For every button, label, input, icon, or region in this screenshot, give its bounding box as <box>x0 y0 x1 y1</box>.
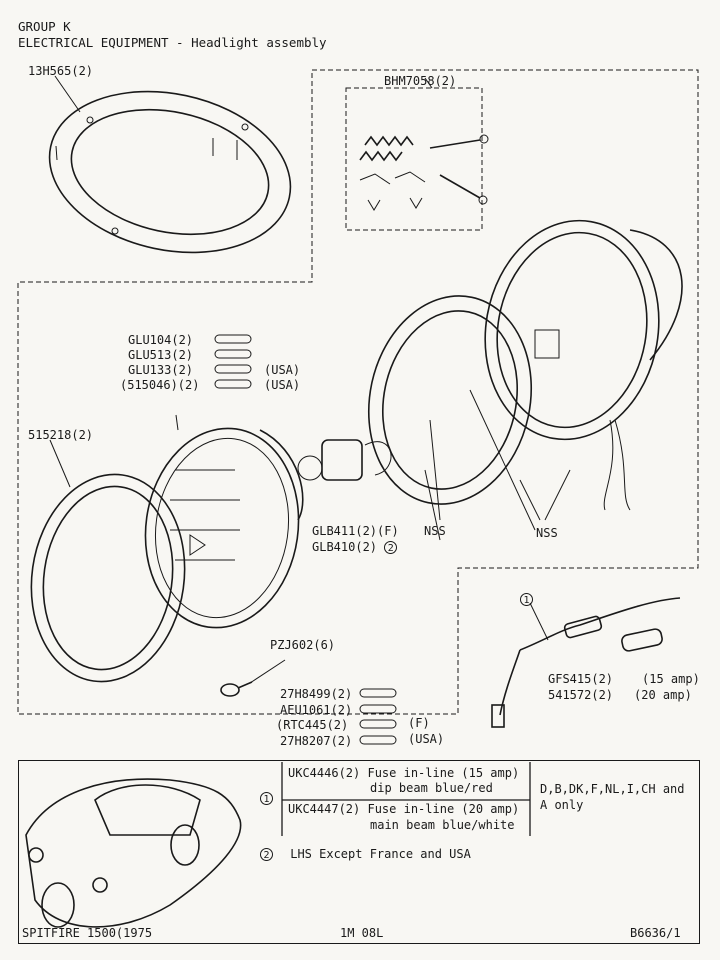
leader-lines <box>424 469 571 541</box>
label-bhm7058: BHM7058(2) <box>384 74 457 88</box>
label-541572: 541572(2) <box>548 688 614 702</box>
front-rim-515218 <box>30 439 186 683</box>
note-1-marker: 1 <box>520 593 533 606</box>
legend-ukc4446-desc: dip beam blue/red <box>370 781 493 795</box>
label-usa-1: (USA) <box>264 363 301 377</box>
label-glu104: GLU104(2) <box>128 333 194 347</box>
label-glu133: GLU133(2) <box>128 363 194 377</box>
label-nss-1: NSS <box>424 524 446 538</box>
label-glb410-text: GLB410(2) <box>312 540 378 554</box>
assembly-boundary <box>17 69 699 715</box>
spring-kit-parts <box>359 77 489 211</box>
mounting-ring <box>367 295 533 521</box>
legend-panel <box>18 760 700 944</box>
label-nss-2: NSS <box>536 526 558 540</box>
legend-ukc4447-desc: main beam blue/white <box>370 818 515 832</box>
label-541572-amp: (20 amp) <box>634 688 692 702</box>
note-2-marker: 2 <box>384 541 398 554</box>
note-1-marker-diagram: 1 <box>520 592 533 606</box>
legend-note-1-marker: 1 <box>260 792 273 805</box>
screw-pzj602 <box>220 659 286 697</box>
label-27h8207: 27H8207(2) <box>280 734 353 748</box>
legend-markets-2: A only <box>540 798 584 812</box>
legend-note-2-marker: 2 <box>260 848 273 861</box>
label-515218: 515218(2) <box>28 428 94 442</box>
legend-ukc4447: UKC4447(2) Fuse in-line (20 amp) <box>288 802 520 816</box>
label-f-mark: (F) <box>408 716 430 730</box>
label-glb410: GLB410(2) 2 <box>312 540 398 554</box>
headlight-shell <box>469 219 683 531</box>
label-aeu1061: AEU1061(2) <box>280 703 353 717</box>
legend-note-2-text: LHS Except France and USA <box>290 847 471 861</box>
legend-note-1: 1 <box>260 791 273 805</box>
label-glb411: GLB411(2)(F) <box>312 524 399 538</box>
bulb-holder <box>297 439 392 481</box>
label-gfs415: GFS415(2) <box>548 672 614 686</box>
legend-ukc4446: UKC4446(2) Fuse in-line (15 amp) <box>288 766 520 780</box>
footer-page: 1M 08L <box>340 926 384 940</box>
page-title: ELECTRICAL EQUIPMENT - Headlight assembl… <box>18 35 327 50</box>
label-usa-3: (USA) <box>408 732 445 746</box>
small-bulbs <box>214 334 397 745</box>
spring-kit-box <box>345 87 483 231</box>
car-illustration <box>25 778 242 928</box>
label-515046: (515046)(2) <box>120 378 200 392</box>
footer-model: SPITFIRE 1500(1975 <box>22 926 153 940</box>
footer-ref: B6636/1 <box>630 926 681 940</box>
inline-fuse <box>491 597 681 728</box>
group-heading: GROUP K <box>18 19 71 34</box>
label-rtc445: (RTC445(2) <box>276 718 349 732</box>
label-27h8499: 27H8499(2) <box>280 687 353 701</box>
sealing-ring-13h565 <box>48 75 292 254</box>
light-unit <box>144 414 304 629</box>
legend-markets-1: D,B,DK,F,NL,I,CH and <box>540 782 685 796</box>
label-glu513: GLU513(2) <box>128 348 194 362</box>
label-pzj602: PZJ602(6) <box>270 638 336 652</box>
label-gfs415-amp: (15 amp) <box>642 672 700 686</box>
label-13h565: 13H565(2) <box>28 64 94 78</box>
legend-table-lines <box>281 762 531 836</box>
label-usa-2: (USA) <box>264 378 301 392</box>
legend-note-2: 2 LHS Except France and USA <box>260 847 471 861</box>
